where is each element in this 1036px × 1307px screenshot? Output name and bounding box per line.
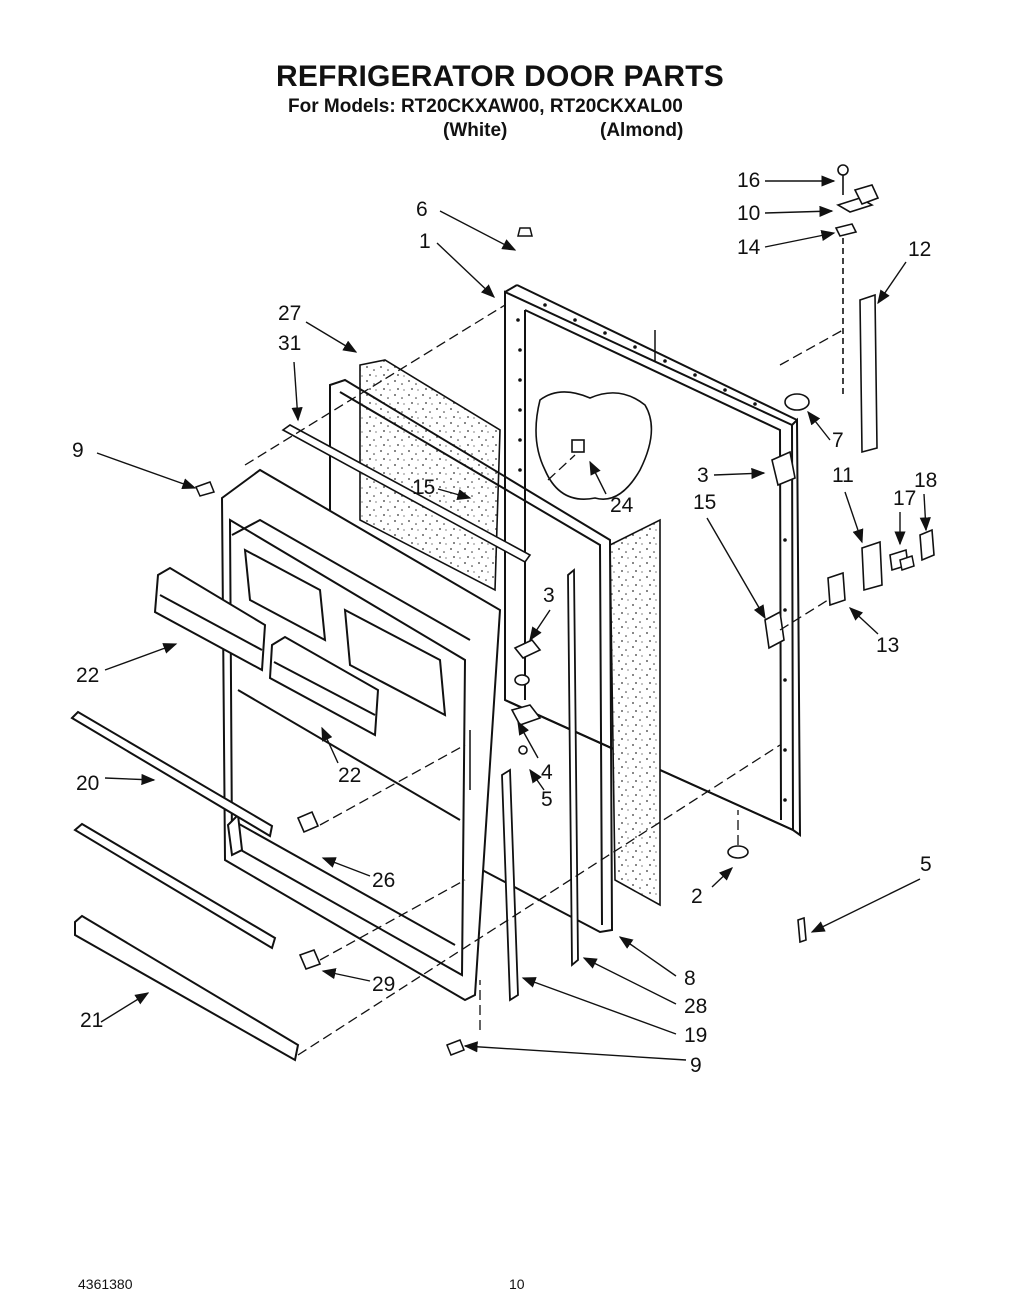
callout-label: 4	[541, 761, 553, 784]
shelf-retainer-26	[296, 810, 320, 834]
callout-label: 14	[737, 236, 761, 259]
callout-label: 9	[72, 439, 84, 462]
inner-door-liner	[220, 468, 502, 1002]
callout-label: 16	[737, 169, 760, 192]
callout-label: 6	[416, 198, 428, 221]
callout-label: 15	[693, 491, 716, 514]
bottom-trim-21	[74, 914, 300, 1062]
models-subtitle: For Models: RT20CKXAW00, RT20CKXAL00	[288, 96, 683, 117]
callout-label: 29	[372, 973, 395, 996]
callout-label: 22	[76, 664, 99, 687]
callout-label: 7	[832, 429, 844, 452]
center-hinge	[510, 639, 542, 755]
callout-arrows	[96, 175, 931, 1061]
callout-label: 5	[541, 788, 553, 811]
retainer-clip-24	[571, 439, 585, 453]
callout-label: 28	[684, 995, 707, 1018]
callout-label: 20	[76, 772, 99, 795]
callout-label: 1	[419, 230, 431, 253]
trim-strip-28	[567, 568, 579, 967]
callout-label: 12	[908, 238, 931, 261]
callout-label: 9	[690, 1054, 702, 1077]
shelf-trim-20-bottom	[73, 822, 277, 950]
callout-label: 22	[338, 764, 361, 787]
callout-label: 27	[278, 302, 301, 325]
breaker-strip-31	[281, 424, 532, 564]
callout-label: 17	[893, 487, 916, 510]
variant-white-label: (White)	[443, 120, 508, 141]
callout-label: 15	[412, 476, 435, 499]
callout-label: 26	[372, 869, 395, 892]
insulation-panel-27	[359, 359, 501, 592]
handle-trim-19	[501, 768, 519, 1002]
callout-label: 8	[684, 967, 696, 990]
callout-label: 31	[278, 332, 301, 355]
insulation-panel-right	[609, 518, 661, 907]
callout-label: 5	[920, 853, 932, 876]
panel-screw-holes	[516, 303, 787, 802]
screw-icons	[194, 227, 915, 1056]
hinge-hardware	[727, 164, 935, 944]
callout-labels: 16 10 14 6 1 12 27 31 7 9 3 11 18 15 17 …	[72, 169, 937, 1077]
document-number: 4361380	[78, 1276, 133, 1292]
callout-label: 13	[876, 634, 899, 657]
callout-label: 2	[691, 885, 703, 908]
callout-label: 19	[684, 1024, 707, 1047]
shelf-retainer-29	[298, 948, 322, 971]
tape-patch	[535, 391, 653, 500]
door-shelf-22-right	[268, 635, 380, 737]
callout-label: 3	[697, 464, 709, 487]
callout-label: 24	[610, 494, 634, 517]
page-number: 10	[509, 1276, 525, 1292]
shelf-trim-20-top	[70, 710, 274, 838]
callout-label: 11	[832, 464, 854, 487]
callout-label: 10	[737, 202, 760, 225]
callout-label: 21	[80, 1009, 103, 1032]
door-shelf-22-left	[153, 566, 267, 672]
page-title: REFRIGERATOR DOOR PARTS	[276, 60, 724, 93]
callout-label: 3	[543, 584, 555, 607]
variant-almond-label: (Almond)	[600, 120, 684, 141]
assembly-leader-lines	[244, 304, 844, 1056]
callout-label: 18	[914, 469, 937, 492]
